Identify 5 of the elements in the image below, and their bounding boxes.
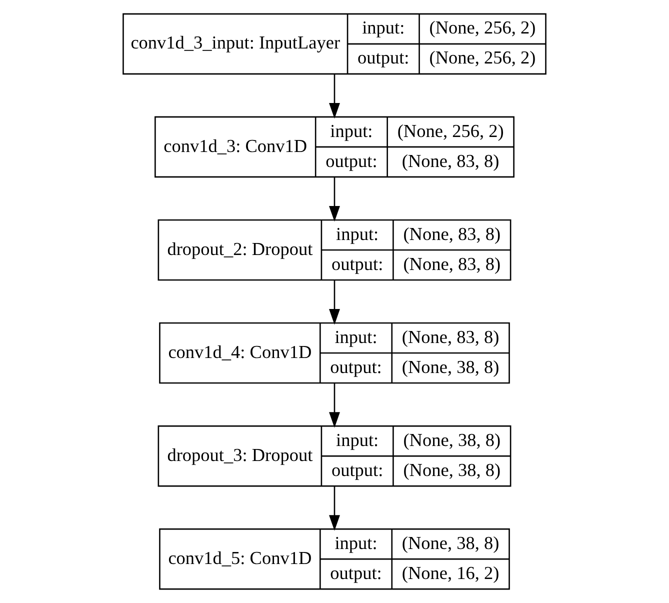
- arrow: [329, 486, 340, 531]
- arrow: [329, 383, 340, 428]
- arrow: [329, 280, 340, 325]
- arrow: [329, 177, 340, 222]
- arrow: [329, 74, 340, 119]
